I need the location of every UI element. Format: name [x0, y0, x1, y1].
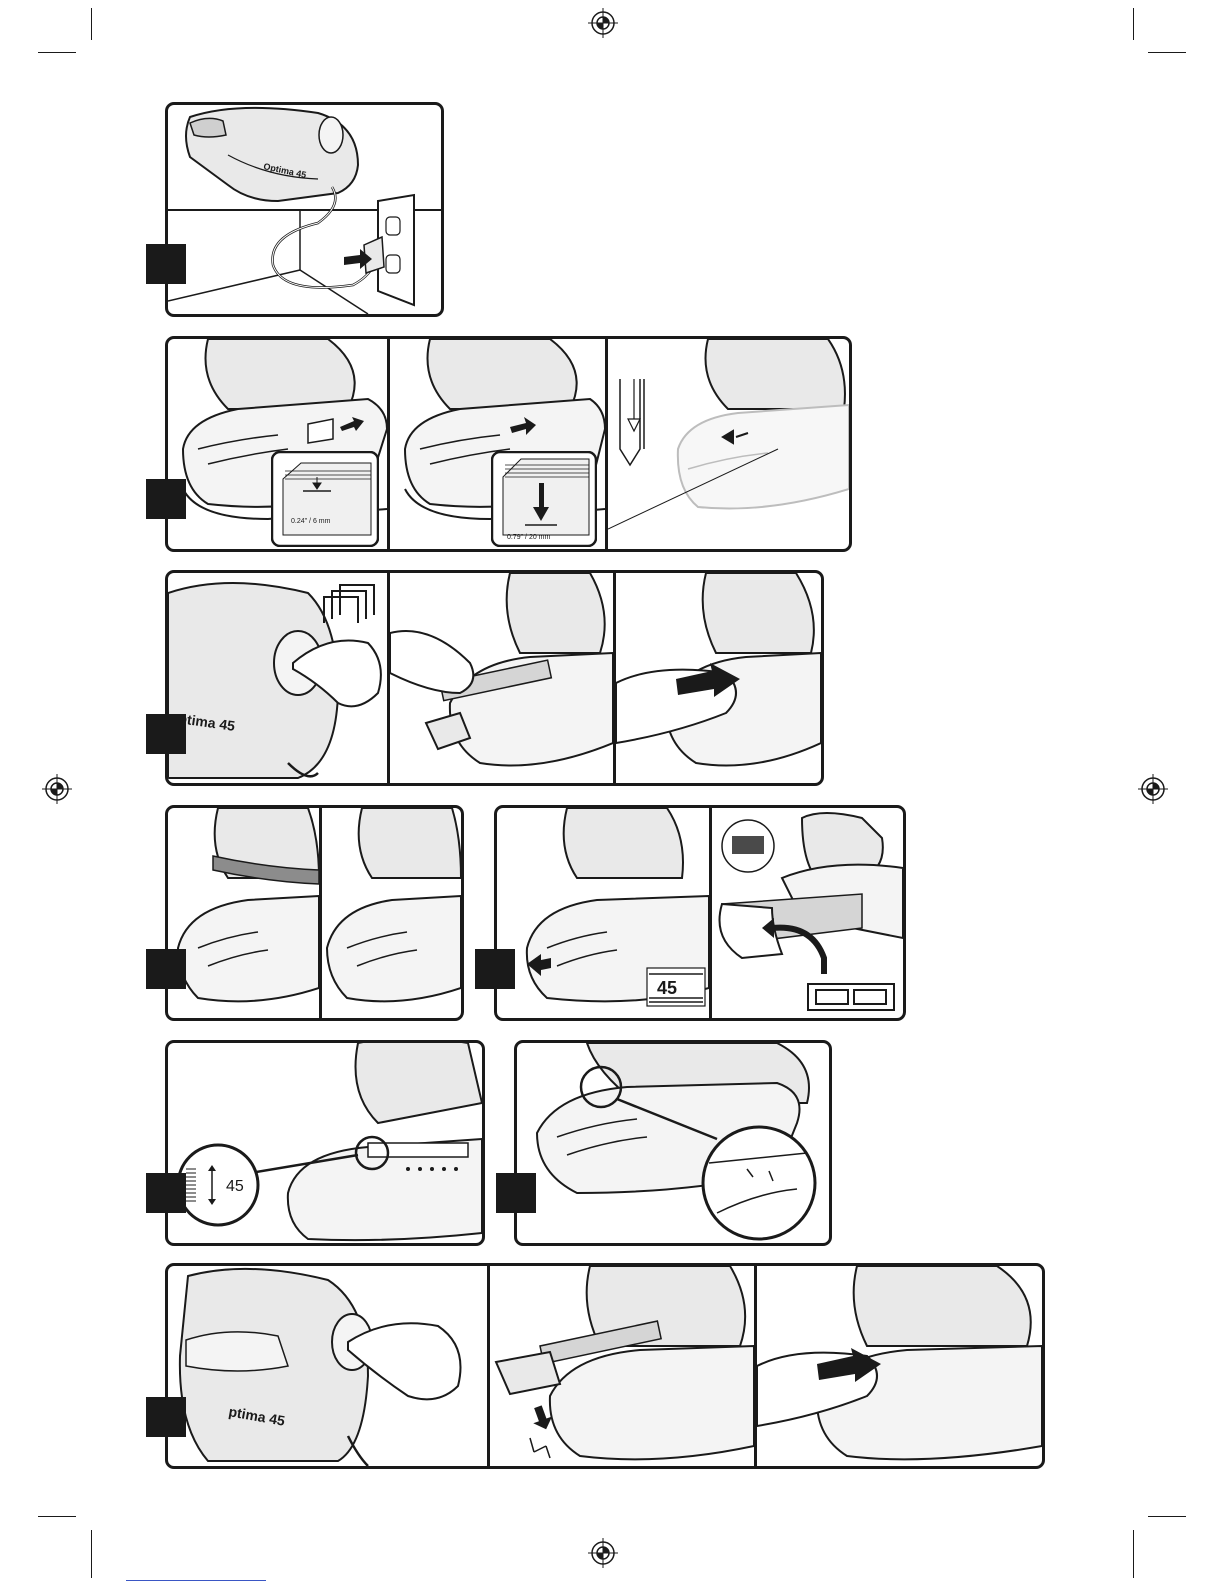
min-thickness-callout: 0.24" / 6 mm [271, 451, 379, 547]
press-button-illustration: ptima 45 [168, 573, 387, 783]
staple-size-label: 45 [226, 1178, 244, 1195]
step-7-panel [514, 1040, 832, 1246]
step-3-badge [146, 714, 186, 754]
step-3-panel: ptima 45 [165, 570, 824, 786]
refill-staple-size: 45 [657, 978, 677, 998]
indicator-off-illustration [322, 808, 461, 1018]
crop-mark-tr-v [1133, 8, 1134, 40]
min-thickness-label: 0.24" / 6 mm [291, 518, 331, 525]
indicator-lit-illustration [168, 808, 319, 1018]
crop-mark-bl-v [91, 1530, 92, 1578]
staple-guide-detail-illustration [517, 1043, 829, 1243]
step-1-panel: Optima 45 [165, 102, 444, 317]
crop-mark-br-v [1133, 1530, 1134, 1578]
registration-mark-bottom [588, 1538, 618, 1568]
open-cartridge-illustration: 45 [497, 808, 709, 1018]
push-cartridge-illustration [616, 573, 821, 783]
step-6-panel: 45 [165, 1040, 485, 1246]
registration-mark-left [42, 774, 72, 804]
max-thickness-label: 0.79" / 20 mm [507, 534, 551, 541]
step-2-panel: 0.24" / 6 mm 0.79" / 20 mm [165, 336, 852, 552]
staple-45-icon: 45 [647, 968, 705, 1006]
step-5-badge [475, 949, 515, 989]
registration-mark-top [588, 8, 618, 38]
crop-mark-bl-h [38, 1516, 76, 1517]
step-5-panel: 45 [494, 805, 906, 1021]
stapler-slide-out-illustration [608, 339, 849, 549]
step-4-panel [165, 805, 464, 1021]
registration-mark-right [1138, 774, 1168, 804]
max-thickness-callout: 0.79" / 20 mm [491, 451, 597, 547]
crop-mark-tr-h [1148, 52, 1186, 53]
crop-mark-tl-h [38, 52, 76, 53]
step-7-badge [496, 1173, 536, 1213]
staple-size-illustration: 45 [168, 1043, 482, 1243]
step-2-badge [146, 479, 186, 519]
insert-cartridge-illustration [390, 573, 613, 783]
remove-jammed-staple-illustration [490, 1266, 754, 1466]
press-release-button-illustration: ptima 45 [168, 1266, 487, 1466]
stapler-plug-illustration: Optima 45 [168, 105, 441, 314]
footer-link-underline [126, 1568, 266, 1581]
step-8-panel: ptima 45 [165, 1263, 1045, 1469]
crop-mark-br-h [1148, 1516, 1186, 1517]
crop-mark-tl-v [91, 8, 92, 40]
step-8-badge [146, 1397, 186, 1437]
load-staples-illustration [712, 808, 903, 1018]
step-3-brand-number: 45 [218, 716, 236, 734]
step-1-badge [146, 244, 186, 284]
step-4-badge [146, 949, 186, 989]
step-6-badge [146, 1173, 186, 1213]
step-8-brand-number: 45 [268, 1410, 286, 1428]
reinsert-cartridge-illustration [757, 1266, 1042, 1466]
